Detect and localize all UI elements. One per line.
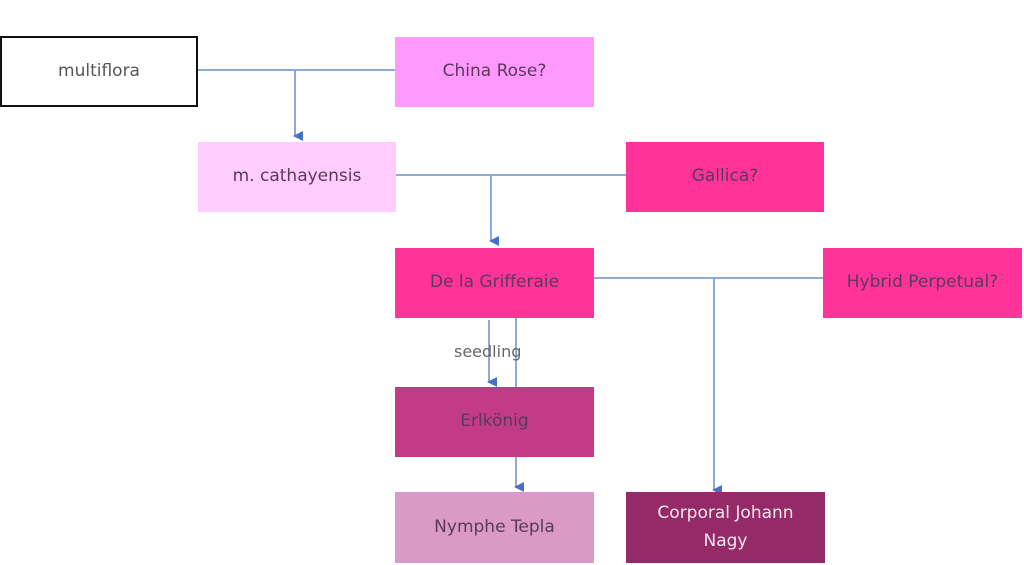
node-china-rose[interactable]: China Rose? xyxy=(395,37,594,107)
node-corporal-johann-nagy[interactable]: Corporal Johann Nagy xyxy=(626,492,825,563)
node-grifferaie[interactable]: De la Grifferaie xyxy=(395,248,594,318)
edge-label-seedling: seedling xyxy=(454,342,522,361)
node-gallica[interactable]: Gallica? xyxy=(626,142,824,212)
node-nymphe-tepla[interactable]: Nymphe Tepla xyxy=(395,492,594,563)
node-hybrid-perpetual[interactable]: Hybrid Perpetual? xyxy=(823,248,1022,318)
node-cathayensis[interactable]: m. cathayensis xyxy=(198,142,396,212)
node-erlkonig[interactable]: Erlkönig xyxy=(395,387,594,457)
node-multiflora[interactable]: multiflora xyxy=(0,36,198,107)
